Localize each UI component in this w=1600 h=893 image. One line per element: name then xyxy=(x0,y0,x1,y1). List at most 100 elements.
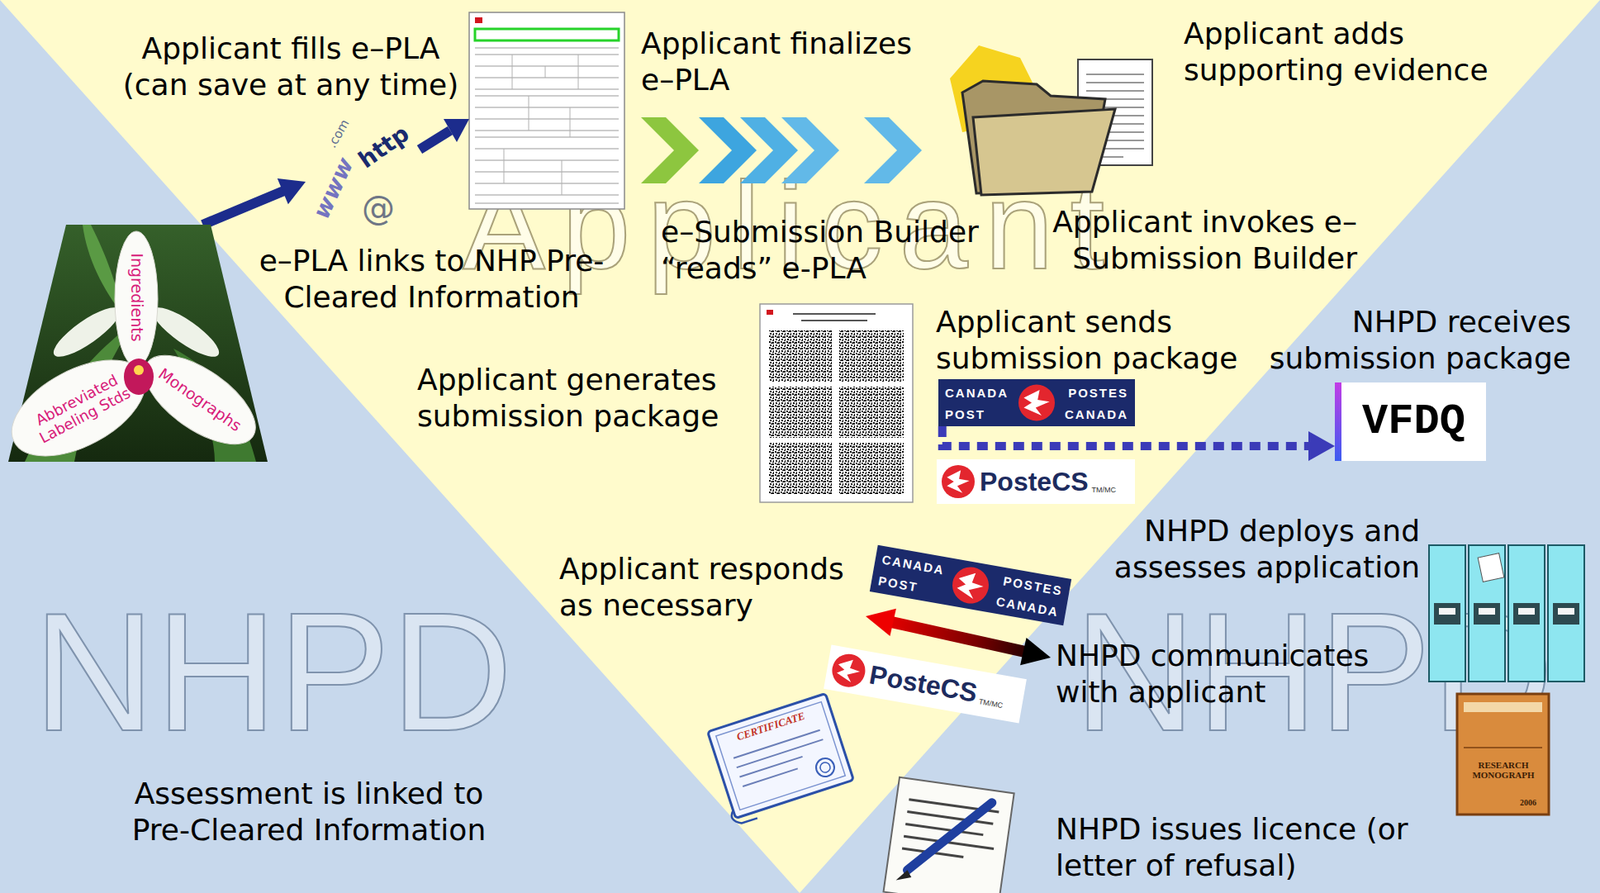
drawer-column xyxy=(1547,545,1585,682)
arrowhead xyxy=(865,608,897,637)
postal-logo: CANADAPOSTESPOSTCANADA xyxy=(869,544,1072,625)
arrowhead xyxy=(1308,431,1335,461)
step-label: Applicant adds supporting evidence xyxy=(1178,10,1511,94)
step-label: NHPD deploys and assesses application xyxy=(1092,508,1425,591)
step-text: Applicant finalizes e–PLA xyxy=(640,25,939,99)
connector-line xyxy=(942,426,1313,447)
arrowhead xyxy=(1020,637,1051,665)
step-text: NHPD issues licence (or letter of refusa… xyxy=(1055,811,1424,884)
emblem-circle xyxy=(1018,384,1055,422)
step-label: e–Submission Builder “reads” e-PLA xyxy=(655,208,1001,292)
logo-text: CANADA xyxy=(944,385,1009,399)
book-year: 2006 xyxy=(1519,798,1537,808)
logo-text: PosteCS xyxy=(979,468,1089,495)
step-text: NHPD receives submission package xyxy=(1255,303,1572,377)
logo-text: PosteCS xyxy=(867,660,979,706)
barcode-block xyxy=(839,330,904,382)
arrowhead xyxy=(277,178,306,205)
step-label: NHPD issues licence (or letter of refusa… xyxy=(1050,806,1429,889)
postal-logo: CANADA POSTES POST CANADA xyxy=(938,379,1135,427)
receiver-text: VFDQ xyxy=(1362,400,1466,444)
emblem-eagle xyxy=(946,470,969,493)
emblem-circle xyxy=(941,465,975,499)
floating-paper xyxy=(1477,553,1505,583)
sepal xyxy=(147,299,226,365)
licence-paper xyxy=(883,777,1015,893)
step-text: Applicant fills e–PLA (can save at any t… xyxy=(115,30,466,104)
step-label: e–PLA links to NHP Pre-Cleared Informati… xyxy=(242,237,621,321)
barcode-block xyxy=(768,442,833,494)
file-tag xyxy=(1557,607,1575,615)
chevron xyxy=(640,117,699,184)
paper-sheet xyxy=(883,777,1015,893)
certificate-frame xyxy=(716,702,846,811)
orchid-column xyxy=(133,365,144,376)
step-label: Applicant sends submission package xyxy=(930,299,1255,382)
emblem-eagle xyxy=(835,657,863,684)
logo-text: POST xyxy=(877,573,920,593)
certificate-caption: CERTIFICATE xyxy=(735,710,807,743)
drawer-column xyxy=(1468,545,1506,682)
file-tag xyxy=(1518,607,1535,615)
logo-text: POSTES xyxy=(1068,385,1129,399)
flag-mark xyxy=(474,17,483,24)
book-cover xyxy=(1457,693,1549,815)
step-label: NHPD receives submission package xyxy=(1250,299,1577,382)
logo-text: CANADA xyxy=(1064,407,1129,420)
barcode-block xyxy=(839,386,904,438)
monograph-book xyxy=(1457,693,1549,815)
petal xyxy=(8,340,161,462)
step-label: Applicant responds as necessary xyxy=(554,545,866,629)
folder-icon xyxy=(949,45,1153,195)
watermark: NHPD xyxy=(33,586,513,756)
pen xyxy=(906,792,992,881)
chevron xyxy=(698,117,757,184)
certificate-seal xyxy=(813,755,837,779)
file-box xyxy=(1433,602,1461,625)
step-text: Applicant generates submission package xyxy=(417,361,736,435)
chevron xyxy=(864,117,922,184)
accent-bar xyxy=(1334,382,1342,461)
drawer-column xyxy=(1429,545,1466,682)
navy-arrowhead xyxy=(443,118,470,143)
step-text: e–PLA links to NHP Pre-Cleared Informati… xyxy=(247,242,616,316)
emblem-eagle xyxy=(955,569,986,600)
book-rule xyxy=(1463,746,1543,749)
logo-text: CANADA xyxy=(881,552,946,576)
file-tag xyxy=(1438,607,1456,615)
postecs-logo: PosteCSTM/MC xyxy=(936,459,1135,504)
icon-text: www xyxy=(309,154,358,223)
emblem-circle xyxy=(829,651,868,690)
logo-text: CANADA xyxy=(995,593,1060,618)
form-image xyxy=(469,12,625,209)
navy-arrow xyxy=(419,130,451,150)
step-text: Applicant adds supporting evidence xyxy=(1183,15,1506,89)
scroll-curl xyxy=(730,803,758,826)
file-box xyxy=(1513,602,1540,625)
step-label: Assessment is linked to Pre-Cleared Info… xyxy=(109,770,509,854)
package-image xyxy=(759,303,913,503)
logo-text: TM/MC xyxy=(1091,486,1117,494)
icon-text: http xyxy=(355,121,414,172)
petal xyxy=(129,338,268,461)
connector-arrow xyxy=(203,178,307,225)
certificate-sheet xyxy=(707,693,855,819)
icon-text: .com xyxy=(325,117,352,150)
step-label: Applicant invokes e–Submission Builder xyxy=(1017,199,1363,282)
logo-text: POST xyxy=(944,407,986,420)
certificate-image xyxy=(704,693,856,827)
petal xyxy=(114,231,158,367)
file-box xyxy=(1473,602,1501,625)
pen-nib xyxy=(896,868,913,883)
orchid-picture-box: IngredientsAbbreviated Labeling StdsMono… xyxy=(8,224,268,462)
connector-arrow xyxy=(942,426,1335,461)
step-text: Applicant responds as necessary xyxy=(559,550,861,624)
step-text: e–Submission Builder “reads” e-PLA xyxy=(660,213,996,287)
logo-text: TM/MC xyxy=(978,697,1004,710)
logo-text: POSTES xyxy=(1001,574,1064,597)
web-icon: http.comwww@ xyxy=(305,117,418,235)
barcode-block xyxy=(839,442,904,494)
